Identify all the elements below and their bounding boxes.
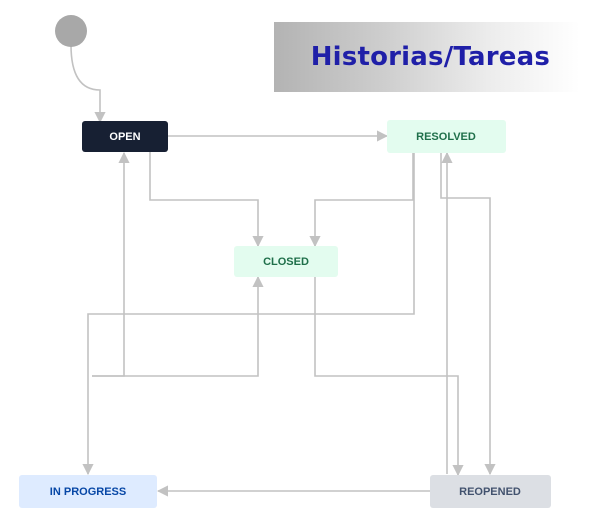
- state-closed-box: [234, 246, 338, 277]
- edge-resolved-to-reopened: [440, 153, 496, 476]
- edge-open-to-closed: [149, 152, 264, 248]
- edge-in-progress-to-open: [92, 151, 130, 377]
- state-resolved-box: [387, 120, 506, 153]
- diagram-title: Historias/Tareas: [310, 42, 550, 72]
- state-open-box: [82, 121, 168, 152]
- title-banner: Historias/Tareas: [274, 22, 580, 92]
- state-closed[interactable]: CLOSED: [234, 246, 338, 277]
- state-open-label: OPEN: [109, 131, 140, 143]
- state-reopened-label: REOPENED: [459, 486, 521, 498]
- edge-start-to-open: [70, 44, 106, 124]
- state-resolved-label: RESOLVED: [416, 131, 476, 143]
- state-open[interactable]: OPEN: [82, 121, 168, 152]
- edge-closed-to-reopened: [314, 277, 464, 477]
- state-reopened-box: [430, 475, 551, 508]
- state-in-progress-label: IN PROGRESS: [50, 486, 126, 498]
- edge-in-progress-to-closed: [92, 275, 264, 377]
- edge-resolved-to-closed: [309, 153, 414, 248]
- edge-resolved-to-in-progress: [82, 153, 415, 476]
- state-resolved[interactable]: RESOLVED: [387, 120, 506, 153]
- state-closed-label: CLOSED: [263, 256, 309, 268]
- state-in-progress-box: [19, 475, 157, 508]
- state-reopened[interactable]: REOPENED: [430, 475, 551, 508]
- transitions: [70, 44, 496, 497]
- state-in-progress[interactable]: IN PROGRESS: [19, 475, 157, 508]
- start-node: [55, 15, 87, 47]
